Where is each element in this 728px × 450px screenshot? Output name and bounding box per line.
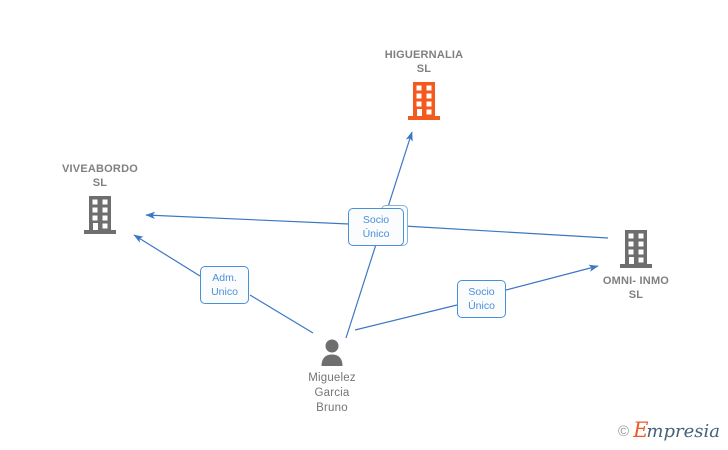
node-label-miguelez: Miguelez Garcia Bruno — [308, 372, 356, 414]
empresia-watermark: © Empresia — [618, 420, 720, 442]
building-icon — [408, 82, 440, 120]
building-icon — [84, 196, 116, 234]
brand-logo: Empresia — [633, 420, 720, 442]
edge-socio-unico-to-omni-inmo — [403, 225, 609, 239]
copyright-icon: © — [618, 422, 630, 440]
node-miguelez-garcia-bruno[interactable]: Miguelez Garcia Bruno — [252, 338, 412, 416]
relation-box-adm-unico[interactable]: Adm. Unico — [200, 266, 249, 304]
node-omni-inmo[interactable]: OMNI- INMO SL — [556, 230, 716, 302]
edge-socio-unico-omni-to-omni-inmo — [505, 264, 599, 291]
edge-socio-unico-to-viveabordo — [145, 211, 350, 225]
node-viveabordo[interactable]: VIVEABORDO SL — [20, 162, 180, 236]
edge-miguelez-to-socio-unico-omni — [354, 304, 458, 331]
edge-miguelez-to-adm-unico — [249, 294, 314, 334]
building-icon — [620, 230, 652, 268]
building-icon-wrap — [556, 230, 716, 270]
relation-box-socio-unico-center[interactable]: Socio Único — [348, 208, 404, 246]
node-label-viveabordo: VIVEABORDO SL — [62, 163, 138, 189]
person-icon — [321, 339, 343, 366]
brand-rest: mpresia — [646, 421, 720, 442]
edge-adm-unico-to-viveabordo — [133, 234, 201, 277]
node-higuernalia[interactable]: HIGUERNALIA SL — [344, 48, 504, 122]
relation-box-socio-unico-omni[interactable]: Socio Único — [457, 280, 506, 318]
person-icon-wrap — [252, 338, 412, 368]
node-label-omni-inmo: OMNI- INMO SL — [602, 275, 670, 301]
building-icon-wrap — [20, 196, 180, 236]
brand-initial: E — [633, 418, 649, 442]
building-icon-wrap — [344, 82, 504, 122]
node-label-higuernalia: HIGUERNALIA SL — [384, 49, 464, 75]
